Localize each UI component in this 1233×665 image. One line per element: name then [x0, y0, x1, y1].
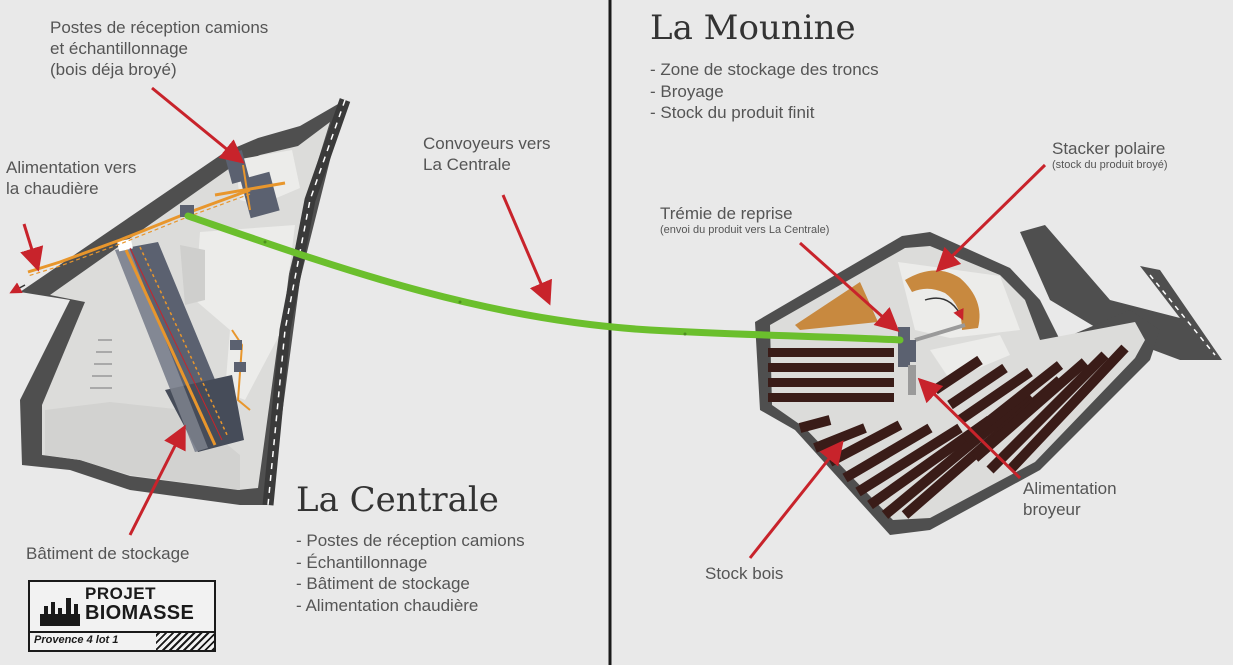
arrow-stock-wood [748, 440, 844, 559]
arrow-crusher [917, 377, 1022, 480]
mounine-road [1020, 225, 1222, 360]
log-stock-diagonal [798, 344, 1129, 519]
bullet-mounine-2: - Broyage [650, 81, 724, 101]
label-conveyor-line1: Convoyeurs vers [423, 134, 551, 153]
bullet-centrale-2: - Échantillonnage [296, 552, 428, 572]
label-hopper-title: Trémie de reprise [660, 204, 793, 223]
stacker-arm [914, 323, 966, 342]
label-conveyor-line2: La Centrale [423, 155, 511, 174]
label-storage-building: Bâtiment de stockage [26, 544, 190, 563]
factory-icon [40, 598, 80, 626]
logo-line2: BIOMASSE [85, 602, 195, 624]
centrale-site [9, 98, 351, 506]
label-boiler-line2: la chaudière [6, 179, 99, 198]
bullet-centrale-4: - Alimentation chaudière [296, 595, 479, 615]
arrow-hopper [798, 241, 900, 333]
label-reception-line1: Postes de réception camions [50, 18, 269, 37]
label-wood-stock: Stock bois [705, 564, 784, 583]
bullet-mounine-1: - Zone de stockage des troncs [650, 60, 879, 79]
arrow-conveyor [501, 194, 552, 306]
log-stock-bays [768, 348, 894, 402]
label-hopper: Trémie de reprise (envoi du produit vers… [660, 203, 829, 237]
arrow-stacker [935, 163, 1047, 273]
list-la-centrale: - Postes de réception camions - Échantil… [296, 530, 525, 616]
title-la-centrale: La Centrale [296, 480, 499, 520]
label-crusher-line2: broyeur [1023, 500, 1081, 519]
logo-hatch [156, 633, 214, 650]
label-boiler-line1: Alimentation vers [6, 158, 137, 177]
list-la-mounine: - Zone de stockage des troncs - Broyage … [650, 59, 879, 124]
label-conveyor: Convoyeurs vers La Centrale [423, 133, 551, 175]
logo-line1: PROJET [85, 584, 157, 603]
label-reception-line2: et échantillonnage [50, 39, 189, 58]
label-crusher-line1: Alimentation [1023, 479, 1117, 498]
arrow-boiler [20, 223, 44, 272]
boiler-feed-belt [27, 188, 251, 274]
logo-line3: Provence 4 lot 1 [34, 634, 119, 646]
title-la-mounine: La Mounine [650, 8, 856, 48]
annotation-arrows [20, 86, 1047, 559]
bullet-centrale-3: - Bâtiment de stockage [296, 574, 470, 593]
bullet-centrale-1: - Postes de réception camions [296, 531, 525, 550]
label-stacker-sub: (stock du produit broyé) [1052, 159, 1168, 171]
label-reception: Postes de réception camions et échantill… [50, 17, 268, 80]
label-reception-line3: (bois déja broyé) [50, 60, 177, 79]
bullet-mounine-3: - Stock du produit finit [650, 103, 815, 122]
label-hopper-sub: (envoi du produit vers La Centrale) [660, 224, 830, 236]
mounine-site [755, 225, 1222, 535]
label-stacker: Stacker polaire (stock du produit broyé) [1052, 138, 1168, 172]
label-boiler: Alimentation vers la chaudière [6, 157, 136, 199]
label-stacker-title: Stacker polaire [1052, 139, 1166, 158]
conveyor-line [184, 212, 904, 344]
projet-biomasse-logo: PROJET BIOMASSE Provence 4 lot 1 [28, 580, 216, 652]
arrow-reception [151, 86, 245, 164]
arrow-storage [128, 424, 186, 536]
label-crusher: Alimentation broyeur [1023, 478, 1117, 520]
